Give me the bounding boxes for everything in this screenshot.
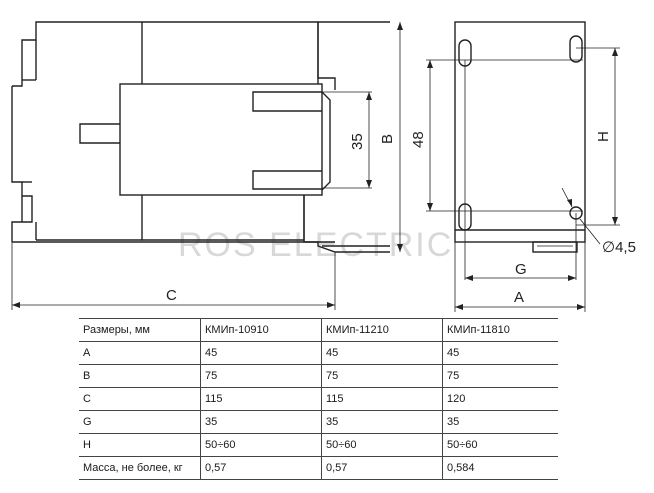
dim-35-label: 35 <box>349 133 366 150</box>
table-cell: 0,584 <box>442 456 558 480</box>
table-cell: 0,57 <box>200 456 322 480</box>
table-cell: 75 <box>200 364 322 388</box>
dimension-48: 48 <box>410 60 433 211</box>
dim-b-label: B <box>379 134 396 144</box>
table-cell: A <box>79 341 201 365</box>
table-cell: 35 <box>200 410 322 434</box>
dim-a-label: A <box>514 289 524 306</box>
table-cell: 115 <box>200 387 322 411</box>
table-row: Масса, не более, кг 0,57 0,57 0,584 <box>79 456 558 480</box>
table-cell: 75 <box>442 364 558 388</box>
table-cell: 35 <box>321 410 443 434</box>
header-cell: Размеры, мм <box>79 318 201 342</box>
table-cell: H <box>79 433 201 457</box>
technical-drawing: ROS ELECTRIC 3 <box>11 21 636 312</box>
table-row: A 45 45 45 <box>79 341 558 365</box>
table-cell: Масса, не более, кг <box>79 456 201 480</box>
table-cell: B <box>79 364 201 388</box>
watermark-text: ROS ELECTRIC <box>178 226 453 264</box>
table-cell: 75 <box>321 364 443 388</box>
table-cell: 50÷60 <box>200 433 322 457</box>
dimension-b: B <box>379 22 403 252</box>
table-cell: 35 <box>442 410 558 434</box>
dim-48-label: 48 <box>410 131 427 148</box>
front-view <box>426 21 620 280</box>
dimension-hole-diameter: ∅4,5 <box>561 187 636 256</box>
dimension-c: C <box>11 242 336 310</box>
table-header-row: Размеры, мм КМИп-10910 КМИп-11210 КМИп-1… <box>79 318 558 342</box>
table-row: B 75 75 75 <box>79 364 558 388</box>
dimension-35: 35 <box>322 91 372 189</box>
table-cell: 45 <box>200 341 322 365</box>
table-row: C 115 115 120 <box>79 387 558 411</box>
table-cell: C <box>79 387 201 411</box>
dimension-g: G <box>465 261 576 281</box>
dimension-h: H <box>595 48 618 225</box>
header-cell: КМИп-10910 <box>200 318 322 342</box>
header-cell: КМИп-11810 <box>442 318 558 342</box>
table-row: H 50÷60 50÷60 50÷60 <box>79 433 558 457</box>
slot-hole-top-right <box>569 35 583 63</box>
table-cell: 50÷60 <box>442 433 558 457</box>
table-row: G 35 35 35 <box>79 410 558 434</box>
table-cell: 50÷60 <box>321 433 443 457</box>
specifications-table: Размеры, мм КМИп-10910 КМИп-11210 КМИп-1… <box>79 318 558 480</box>
dim-hole-label: ∅4,5 <box>602 239 636 256</box>
table-cell: 45 <box>442 341 558 365</box>
dim-h-label: H <box>595 131 612 142</box>
dim-g-label: G <box>515 261 527 278</box>
table-cell: G <box>79 410 201 434</box>
table-cell: 45 <box>321 341 443 365</box>
table-cell: 115 <box>321 387 443 411</box>
dim-c-label: C <box>166 287 177 304</box>
side-view <box>11 21 390 253</box>
header-cell: КМИп-11210 <box>321 318 443 342</box>
dimension-a: A <box>454 242 586 312</box>
table-cell: 0,57 <box>321 456 443 480</box>
table-cell: 120 <box>442 387 558 411</box>
